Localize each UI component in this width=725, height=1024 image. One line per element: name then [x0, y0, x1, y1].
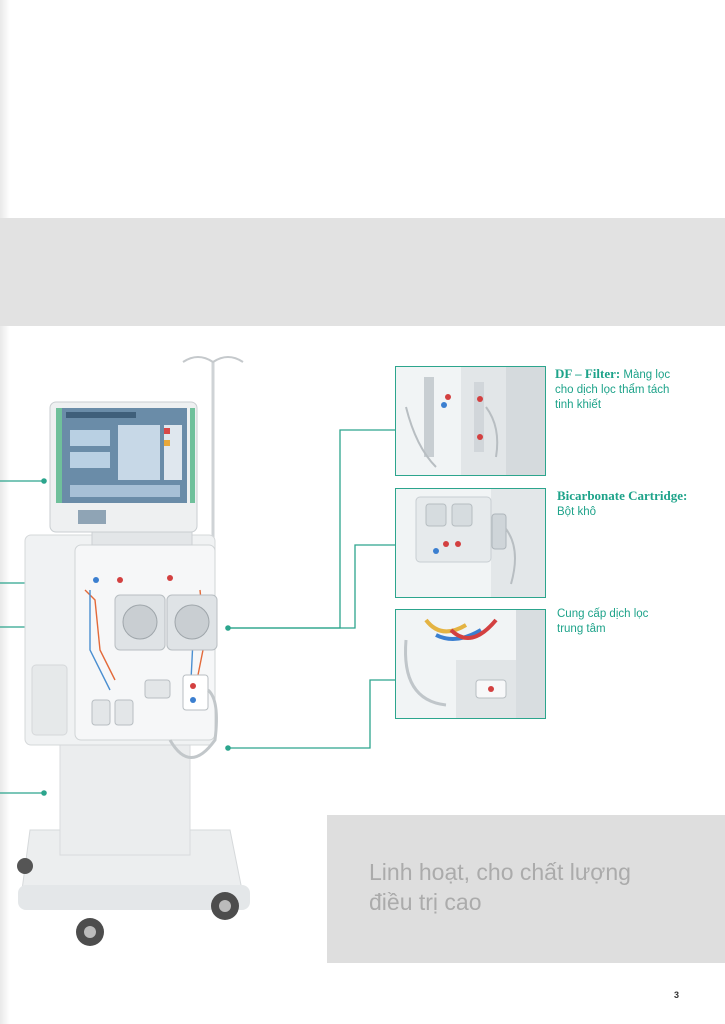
df-filter-text-first: Màng lọc: [623, 369, 671, 381]
df-filter-text-line3: tinh khiết: [555, 399, 602, 411]
tagline: Linh hoạt, cho chất lượng điều trị cao: [369, 857, 631, 917]
tagline-box: Linh hoạt, cho chất lượng điều trị cao: [327, 815, 725, 963]
bicarbonate-title: Bicarbonate Cartridge:: [557, 488, 688, 503]
df-filter-photo: [395, 366, 546, 476]
central-supply-line1: Cung cấp dịch lọc: [557, 608, 649, 620]
df-filter-caption: DF – Filter: Màng lọc cho dịch lọc thẩm …: [555, 366, 720, 413]
central-supply-photo: [395, 609, 546, 719]
page-number: 3: [674, 990, 680, 1000]
header-band: [0, 218, 725, 326]
central-supply-line2: trung tâm: [557, 623, 606, 635]
tagline-line1: Linh hoạt, cho chất lượng: [369, 859, 631, 885]
left-edge-shadow: [0, 0, 10, 1024]
df-filter-text-line2: cho dịch lọc thẩm tách: [555, 384, 670, 396]
bicarbonate-text: Bột khô: [557, 506, 596, 518]
bicarbonate-cartridge-photo: [395, 488, 546, 598]
tagline-line2: điều trị cao: [369, 889, 482, 915]
central-supply-caption: Cung cấp dịch lọc trung tâm: [557, 607, 722, 637]
bicarbonate-caption: Bicarbonate Cartridge: Bột khô: [557, 488, 722, 520]
df-filter-title: DF – Filter:: [555, 366, 621, 381]
